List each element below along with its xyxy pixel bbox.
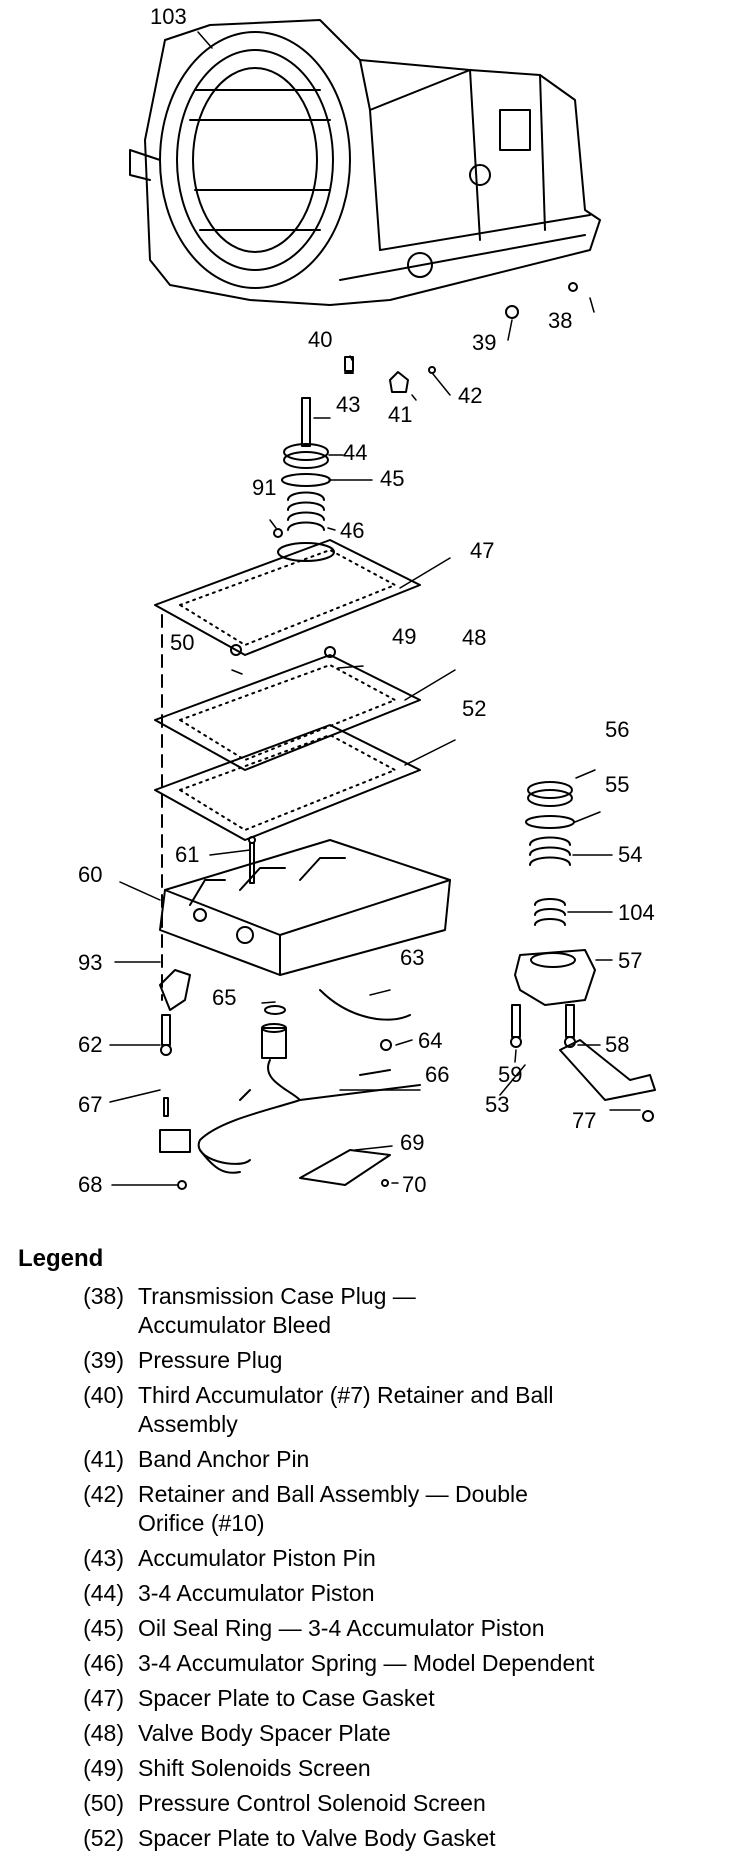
legend-number: (48) xyxy=(83,1720,124,1746)
callout-64: 64 xyxy=(418,1028,442,1053)
legend-item-38: (38) Transmission Case Plug — Accumulato… xyxy=(0,1282,736,1340)
callout-49: 49 xyxy=(392,624,416,649)
callout-70: 70 xyxy=(402,1172,426,1197)
legend-item-40: (40) Third Accumulator (#7) Retainer and… xyxy=(0,1381,736,1439)
cover-69 xyxy=(299,1149,391,1187)
legend-item-44: (44) 3-4 Accumulator Piston xyxy=(0,1579,736,1608)
legend-item-49: (49) Shift Solenoids Screen xyxy=(0,1754,736,1783)
legend-item-50: (50) Pressure Control Solenoid Screen xyxy=(0,1789,736,1818)
legend-description: Valve Body Spacer Plate xyxy=(138,1720,391,1746)
callout-38: 38 xyxy=(548,308,572,333)
callout-93: 93 xyxy=(78,950,102,975)
callout-61: 61 xyxy=(175,842,199,867)
legend-number: (49) xyxy=(83,1755,124,1781)
solenoid-67-68 xyxy=(163,1097,187,1190)
callout-50: 50 xyxy=(170,630,194,655)
callout-39: 39 xyxy=(472,330,496,355)
callout-41: 41 xyxy=(388,402,412,427)
legend-description: Accumulator Piston Pin xyxy=(138,1545,376,1571)
callout-55: 55 xyxy=(605,772,629,797)
callout-58: 58 xyxy=(605,1032,629,1057)
legend-description: Third Accumulator (#7) Retainer and Ball… xyxy=(138,1382,554,1437)
legend-number: (41) xyxy=(83,1446,124,1472)
bracket-93 xyxy=(159,969,191,1056)
callout-57: 57 xyxy=(618,948,642,973)
legend-item-45: (45) Oil Seal Ring — 3-4 Accumulator Pis… xyxy=(0,1614,736,1643)
gasket-52 xyxy=(154,724,421,841)
exploded-parts-diagram: 103 40 39 38 41 42 43 44 45 91 46 47 50 … xyxy=(78,4,656,1197)
callout-52: 52 xyxy=(462,696,486,721)
spacer-plate-48 xyxy=(154,644,421,771)
legend-number: (47) xyxy=(83,1685,124,1711)
legend-item-39: (39) Pressure Plug xyxy=(0,1346,736,1375)
legend-item-42: (42) Retainer and Ball Assembly — Double… xyxy=(0,1480,736,1538)
transmission-case xyxy=(129,19,601,306)
legend-item-43: (43) Accumulator Piston Pin xyxy=(0,1544,736,1573)
right-accumulator xyxy=(510,781,596,1048)
callout-103: 103 xyxy=(150,4,187,29)
valve-body xyxy=(159,836,451,976)
wiring-harness-66 xyxy=(159,1059,421,1174)
callout-labels: 103 40 39 38 41 42 43 44 45 91 46 47 50 … xyxy=(78,4,655,1197)
band-63 xyxy=(319,989,411,1051)
legend-description: Spacer Plate to Valve Body Gasket xyxy=(138,1825,496,1851)
callout-53: 53 xyxy=(485,1092,509,1117)
gasket-47 xyxy=(154,539,421,656)
callout-46: 46 xyxy=(340,518,364,543)
legend-description: Pressure Control Solenoid Screen xyxy=(138,1790,486,1816)
legend-number: (39) xyxy=(83,1347,124,1373)
callout-60: 60 xyxy=(78,862,102,887)
legend-description: Shift Solenoids Screen xyxy=(138,1755,371,1781)
callout-66: 66 xyxy=(425,1062,449,1087)
solenoid-65 xyxy=(261,1005,287,1059)
leader-lines xyxy=(109,31,641,1186)
callout-43: 43 xyxy=(336,392,360,417)
legend-description: Transmission Case Plug — Accumulator Ble… xyxy=(138,1283,416,1338)
legend-description: 3-4 Accumulator Piston xyxy=(138,1580,375,1606)
callout-56: 56 xyxy=(605,717,629,742)
case-plugs xyxy=(344,282,578,393)
callout-42: 42 xyxy=(458,383,482,408)
callout-91: 91 xyxy=(252,475,276,500)
callout-62: 62 xyxy=(78,1032,102,1057)
callout-54: 54 xyxy=(618,842,642,867)
legend-number: (42) xyxy=(83,1481,124,1507)
callout-69: 69 xyxy=(400,1130,424,1155)
legend-number: (50) xyxy=(83,1790,124,1816)
callout-104: 104 xyxy=(618,900,655,925)
legend-title: Legend xyxy=(18,1245,104,1272)
legend-list: (38) Transmission Case Plug — Accumulato… xyxy=(0,1282,736,1859)
bracket-53 xyxy=(559,1039,656,1122)
callout-40: 40 xyxy=(308,327,332,352)
callout-47: 47 xyxy=(470,538,494,563)
legend-item-48: (48) Valve Body Spacer Plate xyxy=(0,1719,736,1748)
legend-number: (38) xyxy=(83,1283,124,1309)
callout-48: 48 xyxy=(462,625,486,650)
legend-number: (43) xyxy=(83,1545,124,1571)
callout-63: 63 xyxy=(400,945,424,970)
legend-item-46: (46) 3-4 Accumulator Spring — Model Depe… xyxy=(0,1649,736,1678)
legend-number: (45) xyxy=(83,1615,124,1641)
legend-description: Band Anchor Pin xyxy=(138,1446,310,1472)
legend-number: (40) xyxy=(83,1382,124,1408)
legend-item-41: (41) Band Anchor Pin xyxy=(0,1445,736,1474)
legend-item-47: (47) Spacer Plate to Case Gasket xyxy=(0,1684,736,1713)
callout-45: 45 xyxy=(380,466,404,491)
legend-description: Pressure Plug xyxy=(138,1347,283,1373)
legend-number: (46) xyxy=(83,1650,124,1676)
legend-description: Spacer Plate to Case Gasket xyxy=(138,1685,435,1711)
callout-59: 59 xyxy=(498,1062,522,1087)
legend-item-52: (52) Spacer Plate to Valve Body Gasket xyxy=(0,1824,736,1853)
legend-description: Retainer and Ball Assembly — Double Orif… xyxy=(138,1481,528,1536)
legend-description: Oil Seal Ring — 3-4 Accumulator Piston xyxy=(138,1615,545,1641)
callout-68: 68 xyxy=(78,1172,102,1197)
accumulator-stack xyxy=(273,397,335,562)
callout-65: 65 xyxy=(212,985,236,1010)
legend-number: (52) xyxy=(83,1825,124,1851)
callout-44: 44 xyxy=(343,440,367,465)
legend-description: 3-4 Accumulator Spring — Model Dependent xyxy=(138,1650,595,1676)
legend-number: (44) xyxy=(83,1580,124,1606)
callout-67: 67 xyxy=(78,1092,102,1117)
callout-77: 77 xyxy=(572,1108,596,1133)
